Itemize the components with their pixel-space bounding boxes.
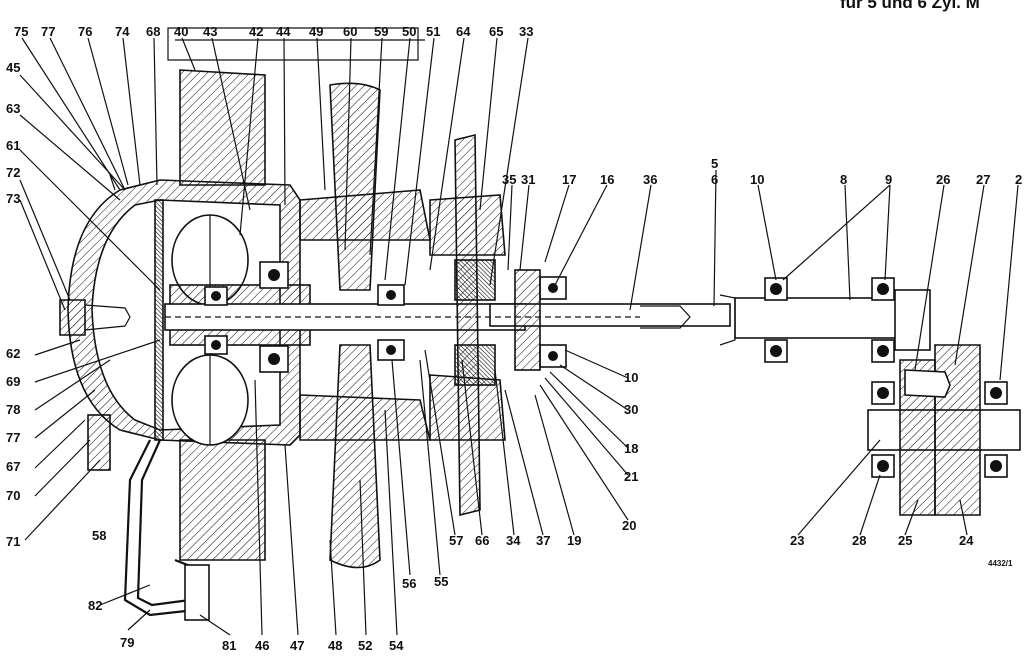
label-63: 63 bbox=[6, 101, 20, 116]
label-75: 75 bbox=[14, 24, 28, 39]
label-20: 20 bbox=[622, 518, 636, 533]
label-74: 74 bbox=[115, 24, 130, 39]
label-46: 46 bbox=[255, 638, 269, 653]
label-9: 9 bbox=[885, 172, 892, 187]
label-73: 73 bbox=[6, 191, 20, 206]
label-23: 23 bbox=[790, 533, 804, 548]
label-17: 17 bbox=[562, 172, 576, 187]
label-34: 34 bbox=[506, 533, 521, 548]
label-19: 19 bbox=[567, 533, 581, 548]
label-54: 54 bbox=[389, 638, 404, 653]
label-51: 51 bbox=[426, 24, 440, 39]
label-44: 44 bbox=[276, 24, 291, 39]
label-52: 52 bbox=[358, 638, 372, 653]
label-45: 45 bbox=[6, 60, 20, 75]
label-25: 25 bbox=[898, 533, 912, 548]
label-33: 33 bbox=[519, 24, 533, 39]
label-50: 50 bbox=[402, 24, 416, 39]
label-77-left: 77 bbox=[6, 430, 20, 445]
label-57: 57 bbox=[449, 533, 463, 548]
label-59: 59 bbox=[374, 24, 388, 39]
label-18: 18 bbox=[624, 441, 638, 456]
label-31: 31 bbox=[521, 172, 535, 187]
label-35: 35 bbox=[502, 172, 516, 187]
label-37: 37 bbox=[536, 533, 550, 548]
label-47: 47 bbox=[290, 638, 304, 653]
label-82: 82 bbox=[88, 598, 102, 613]
label-56: 56 bbox=[402, 576, 416, 591]
label-78: 78 bbox=[6, 402, 20, 417]
label-28: 28 bbox=[852, 533, 866, 548]
label-16: 16 bbox=[600, 172, 614, 187]
label-55: 55 bbox=[434, 574, 448, 589]
label-10-top: 10 bbox=[750, 172, 764, 187]
label-10-right: 10 bbox=[624, 370, 638, 385]
label-6: 6 bbox=[711, 172, 718, 187]
label-77: 77 bbox=[41, 24, 55, 39]
label-62: 62 bbox=[6, 346, 20, 361]
label-58: 58 bbox=[92, 528, 106, 543]
label-68: 68 bbox=[146, 24, 160, 39]
label-64: 64 bbox=[456, 24, 471, 39]
label-66: 66 bbox=[475, 533, 489, 548]
label-2: 2 bbox=[1015, 172, 1022, 187]
label-69: 69 bbox=[6, 374, 20, 389]
label-24: 24 bbox=[959, 533, 974, 548]
label-70: 70 bbox=[6, 488, 20, 503]
drawing-code: 4432/1 bbox=[988, 559, 1013, 568]
assembly-drawing bbox=[19, 27, 1021, 636]
label-27: 27 bbox=[976, 172, 990, 187]
label-79: 79 bbox=[120, 635, 134, 650]
label-8: 8 bbox=[840, 172, 847, 187]
label-26: 26 bbox=[936, 172, 950, 187]
label-36: 36 bbox=[643, 172, 657, 187]
part-labels: 75 77 76 74 68 40 43 42 44 49 60 59 50 5… bbox=[6, 24, 1022, 653]
label-67: 67 bbox=[6, 459, 20, 474]
label-43: 43 bbox=[203, 24, 217, 39]
label-72: 72 bbox=[6, 165, 20, 180]
label-60: 60 bbox=[343, 24, 357, 39]
label-71: 71 bbox=[6, 534, 20, 549]
label-76: 76 bbox=[78, 24, 92, 39]
label-42: 42 bbox=[249, 24, 263, 39]
label-61: 61 bbox=[6, 138, 20, 153]
label-40: 40 bbox=[174, 24, 188, 39]
label-81: 81 bbox=[222, 638, 236, 653]
label-21: 21 bbox=[624, 469, 638, 484]
label-30: 30 bbox=[624, 402, 638, 417]
label-5: 5 bbox=[711, 156, 718, 171]
label-49: 49 bbox=[309, 24, 323, 39]
header-text: für 5 und 6 Zyl. M bbox=[840, 0, 980, 12]
label-48: 48 bbox=[328, 638, 342, 653]
label-65: 65 bbox=[489, 24, 503, 39]
